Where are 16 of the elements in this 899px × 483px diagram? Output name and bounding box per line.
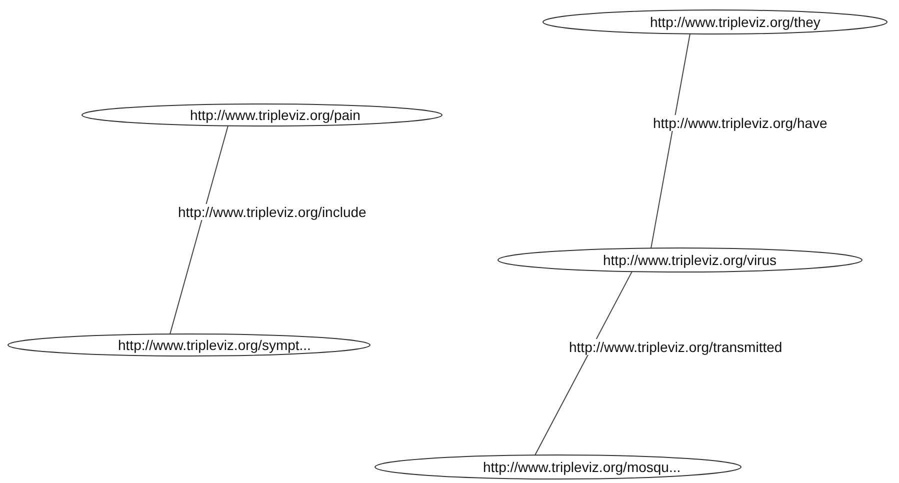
edge-label: http://www.tripleviz.org/have	[653, 115, 828, 131]
ellipse-node	[8, 334, 370, 356]
node-label: http://www.tripleviz.org/pain	[190, 107, 360, 123]
node-label: http://www.tripleviz.org/mosqu...	[483, 459, 681, 475]
ellipse-node	[375, 455, 741, 479]
edge-label: http://www.tripleviz.org/include	[178, 204, 366, 220]
edge-label: http://www.tripleviz.org/transmitted	[569, 339, 782, 355]
connector-line	[534, 271, 632, 456]
ellipse-node	[498, 248, 862, 272]
ellipse-node	[543, 10, 887, 34]
node-label: http://www.tripleviz.org/virus	[603, 252, 776, 268]
node-label: http://www.tripleviz.org/sympt...	[118, 337, 311, 353]
connector-line	[170, 125, 228, 335]
connector-line	[650, 33, 690, 249]
ellipse-node	[82, 104, 442, 126]
node-label: http://www.tripleviz.org/they	[650, 14, 820, 30]
